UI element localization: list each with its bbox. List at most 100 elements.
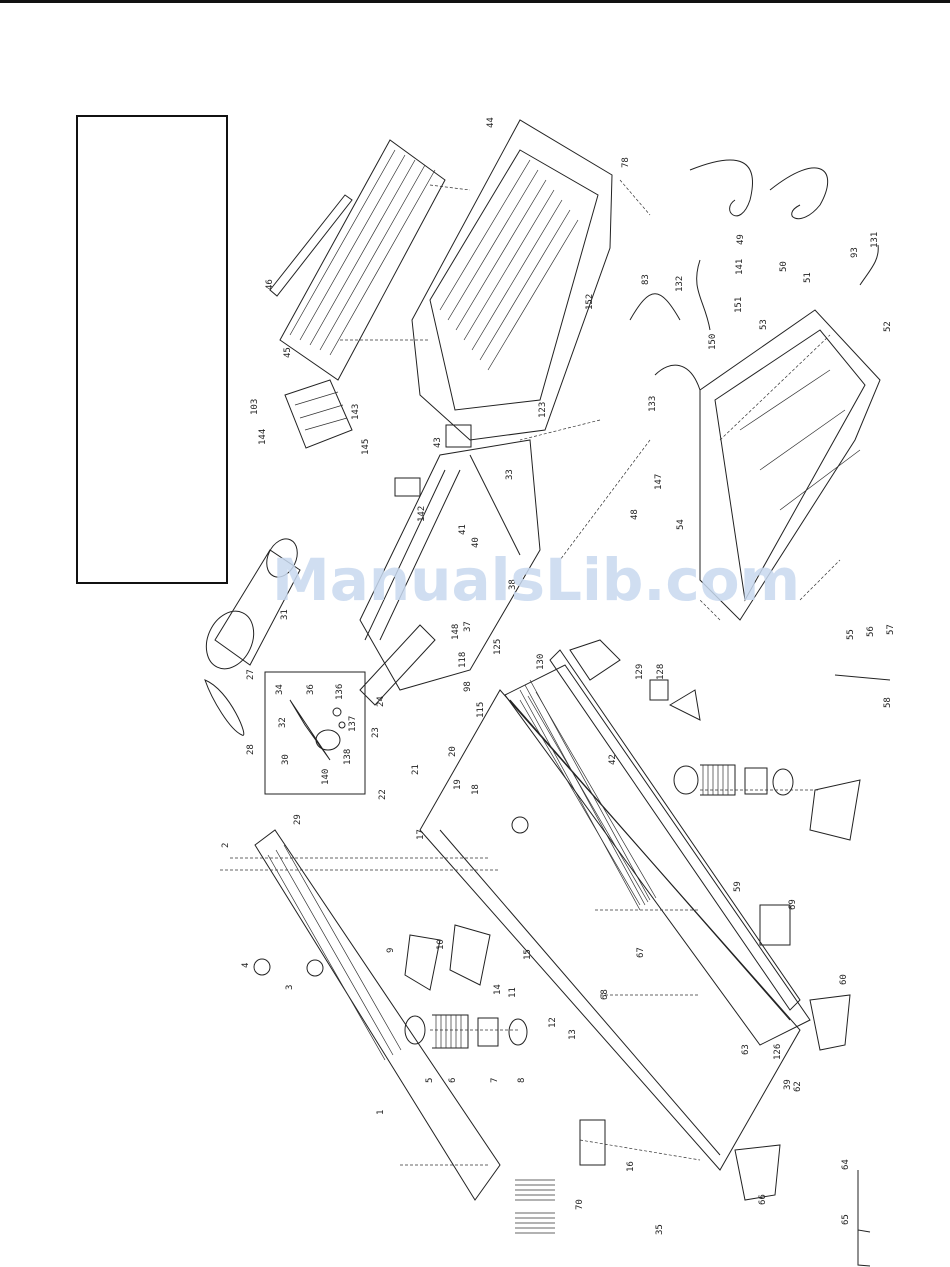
label-103: 103 — [250, 399, 260, 415]
label-24: 24 — [376, 696, 386, 707]
label-69: 69 — [788, 899, 798, 910]
base-tray — [699, 309, 881, 621]
label-52: 52 — [883, 321, 893, 332]
label-39: 39 — [783, 1079, 793, 1090]
label-5: 5 — [425, 1078, 435, 1083]
label-32: 32 — [278, 717, 288, 728]
label-126: 126 — [773, 1044, 783, 1060]
label-13: 13 — [568, 1029, 578, 1040]
label-133: 133 — [648, 396, 658, 412]
part-labels: 1 2 3 4 5 6 7 8 9 10 11 12 13 14 15 16 1… — [221, 117, 896, 1235]
upright-frame — [359, 439, 541, 706]
label-42: 42 — [608, 754, 618, 765]
label-143: 143 — [351, 404, 361, 420]
label-150: 150 — [708, 334, 718, 350]
label-37: 37 — [463, 621, 473, 632]
label-53: 53 — [759, 319, 769, 330]
label-55: 55 — [846, 629, 856, 640]
label-7: 7 — [490, 1078, 500, 1083]
label-118: 118 — [458, 652, 468, 668]
left-side-rail — [254, 829, 501, 1201]
label-8: 8 — [517, 1078, 527, 1083]
label-136: 136 — [335, 684, 345, 700]
label-29: 29 — [293, 814, 303, 825]
top-rule — [0, 0, 950, 3]
label-132: 132 — [675, 276, 685, 292]
label-93: 93 — [850, 247, 860, 258]
label-51: 51 — [803, 272, 813, 283]
label-27: 27 — [246, 669, 256, 680]
label-147: 147 — [654, 474, 664, 490]
label-148: 148 — [451, 624, 461, 640]
label-20: 20 — [448, 746, 458, 757]
label-22: 22 — [378, 789, 388, 800]
label-48: 48 — [630, 509, 640, 520]
label-1: 1 — [376, 1110, 386, 1115]
label-138: 138 — [343, 749, 353, 765]
label-56: 56 — [866, 626, 876, 637]
label-34: 34 — [275, 684, 285, 695]
notes-box — [76, 115, 228, 584]
label-78: 78 — [621, 157, 631, 168]
label-12: 12 — [548, 1017, 558, 1028]
hinge-inset — [264, 671, 366, 795]
roller-front — [673, 764, 861, 841]
label-4: 4 — [241, 963, 251, 968]
label-137: 137 — [348, 716, 358, 732]
label-18: 18 — [471, 784, 481, 795]
label-54: 54 — [676, 519, 686, 530]
label-30: 30 — [281, 754, 291, 765]
label-43: 43 — [433, 437, 443, 448]
label-144: 144 — [258, 429, 268, 445]
label-58: 58 — [883, 697, 893, 708]
label-70: 70 — [575, 1199, 585, 1210]
label-128: 128 — [656, 664, 666, 680]
label-57: 57 — [886, 624, 896, 635]
label-45: 45 — [283, 347, 293, 358]
label-11: 11 — [508, 987, 518, 998]
label-62: 62 — [793, 1081, 803, 1092]
label-38: 38 — [508, 579, 518, 590]
cords-and-wires — [629, 159, 879, 391]
label-145: 145 — [361, 439, 371, 455]
label-130: 130 — [536, 654, 546, 670]
label-98: 98 — [463, 681, 473, 692]
rear-feet — [734, 994, 851, 1201]
label-60: 60 — [839, 974, 849, 985]
label-10: 10 — [436, 939, 446, 950]
motor-hood — [269, 119, 613, 441]
watermark-text: ManualsLib.com — [272, 546, 800, 614]
label-66: 66 — [758, 1194, 768, 1205]
label-151: 151 — [734, 297, 744, 313]
small-parts — [253, 639, 891, 1267]
label-131: 131 — [870, 232, 880, 248]
label-15: 15 — [523, 949, 533, 960]
label-123: 123 — [538, 402, 548, 418]
label-21: 21 — [411, 764, 421, 775]
controller-board — [284, 379, 472, 497]
label-67: 67 — [636, 947, 646, 958]
label-9: 9 — [386, 948, 396, 953]
label-142: 142 — [417, 506, 427, 522]
label-141: 141 — [735, 259, 745, 275]
label-49: 49 — [736, 234, 746, 245]
right-side-rail — [504, 664, 811, 1046]
deck-frame — [419, 649, 801, 1171]
motor — [204, 538, 301, 736]
label-19: 19 — [453, 779, 463, 790]
label-140: 140 — [321, 769, 331, 785]
label-152: 152 — [585, 294, 595, 310]
label-64: 64 — [841, 1159, 851, 1170]
label-115: 115 — [476, 702, 486, 718]
label-23: 23 — [371, 727, 381, 738]
label-59: 59 — [733, 881, 743, 892]
label-68: 68 — [600, 989, 610, 1000]
label-28: 28 — [246, 744, 256, 755]
label-35: 35 — [655, 1224, 665, 1235]
label-36: 36 — [306, 684, 316, 695]
springs — [515, 1179, 555, 1234]
roller-rear — [404, 924, 528, 1049]
label-63: 63 — [741, 1044, 751, 1055]
label-16: 16 — [626, 1161, 636, 1172]
